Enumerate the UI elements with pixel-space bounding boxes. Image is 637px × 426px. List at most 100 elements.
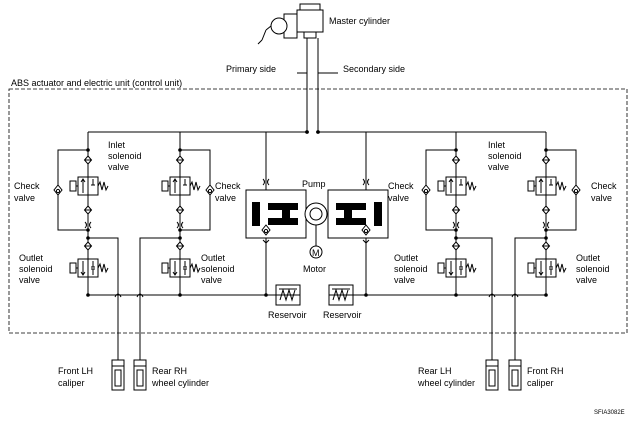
junction-dot (454, 228, 458, 232)
hydraulic-circuit (53, 120, 581, 391)
filter-symbol (175, 241, 185, 251)
hydraulic-line (317, 120, 456, 133)
line-crossover (511, 293, 519, 298)
outlet-valve-label-right-2: Outlet solenoid valve (576, 253, 612, 285)
valve-spring (97, 262, 109, 274)
valve-arrow (448, 271, 454, 276)
solenoid-coil (69, 262, 77, 274)
valve-spring (189, 262, 201, 274)
outlet-solenoid-valve (69, 258, 109, 278)
filter-symbol (451, 155, 461, 165)
solenoid-coil (527, 180, 535, 192)
junction-dot (305, 130, 309, 134)
junction-dot (86, 236, 90, 240)
wheel-cylinder-symbol (133, 359, 147, 391)
pump-piston-block (252, 202, 260, 226)
outlet-valve-label-left-1: Outlet solenoid valve (19, 253, 55, 285)
wheel-cylinder-symbol (485, 359, 499, 391)
check-valve-ball (207, 188, 213, 194)
outlet-solenoid-valve (527, 258, 567, 278)
check-valve-symbol (261, 224, 271, 236)
filter-symbol (541, 241, 551, 251)
valve-spring (555, 180, 567, 192)
valve-arrow (538, 271, 544, 276)
junction-dot (264, 293, 268, 297)
hydraulic-line (88, 120, 308, 133)
orifice-symbol (262, 178, 270, 186)
hydraulic-line (514, 237, 546, 360)
master-cylinder-lines (297, 38, 338, 120)
check-valve-label-left-1: Check valve (14, 181, 42, 203)
hydraulic-line (265, 120, 308, 190)
check-valve-label-right-1: Check valve (388, 181, 416, 203)
pump-cam-shaft (309, 207, 323, 221)
filter-symbol (451, 241, 461, 251)
orifice-symbol (542, 221, 550, 229)
valve-arrow (448, 178, 454, 183)
line-crossover (136, 293, 144, 298)
wheel-cylinder-piston (488, 369, 496, 387)
wheel-cylinder-symbol (111, 359, 125, 391)
rear-rh-wheel-cylinder-label: Rear RH wheel cylinder (151, 366, 209, 388)
master-cylinder-label: Master cylinder (329, 16, 390, 26)
line-crossover (114, 293, 122, 298)
pump-piston-rod (336, 203, 366, 210)
valve-arrow (172, 178, 178, 183)
check-valve-ball (423, 188, 429, 194)
master-cylinder (257, 3, 324, 45)
inlet-solenoid-valve (437, 176, 477, 196)
filter-symbol (451, 205, 461, 215)
valve-arrow (80, 178, 86, 183)
filter-symbol (541, 155, 551, 165)
outlet-valve-label-left-2: Outlet solenoid valve (201, 253, 237, 285)
check-valve-symbol (53, 184, 63, 196)
valve-arrow (80, 271, 86, 276)
filter-symbol (83, 241, 93, 251)
inlet-valve-label-left: Inlet solenoid valve (108, 140, 144, 172)
orifice-symbol (176, 221, 184, 229)
front-rh-caliper-label: Front RH caliper (527, 366, 566, 388)
valve-spring (465, 180, 477, 192)
hydraulic-line (456, 237, 493, 360)
solenoid-coil (527, 262, 535, 274)
valve-spring (555, 262, 567, 274)
valve-arrow (538, 178, 544, 183)
motor-label: Motor (303, 264, 326, 274)
valve-spring (189, 180, 201, 192)
inlet-solenoid-valve (69, 176, 109, 196)
junction-dot (544, 148, 548, 152)
primary-side-label: Primary side (226, 64, 276, 74)
check-valve-symbol (205, 184, 215, 196)
solenoid-coil (437, 262, 445, 274)
wheel-cylinder-symbol (508, 359, 522, 391)
junction-dot (178, 236, 182, 240)
reservoir-label-right: Reservoir (323, 310, 362, 320)
pump-plunger (282, 208, 290, 220)
pump-piston-rod (268, 203, 298, 210)
pump-piston-rod (268, 218, 298, 225)
check-valve-ball (55, 188, 61, 194)
wheel-cylinder-piston (114, 369, 122, 387)
wheel-cylinder-piston (136, 369, 144, 387)
wheel-cylinder-piston (511, 369, 519, 387)
inlet-solenoid-valve (527, 176, 567, 196)
figure-code: SFIA3082E (594, 410, 625, 416)
filter-symbol (83, 155, 93, 165)
pump-piston-block (374, 202, 382, 226)
front-lh-caliper-label: Front LH caliper (58, 366, 96, 388)
orifice-symbol (362, 178, 370, 186)
abs-unit-label: ABS actuator and electric unit (control … (11, 78, 182, 88)
orifice-symbol (84, 221, 92, 229)
junction-dot (544, 236, 548, 240)
check-valve-label-left-2: Check valve (215, 181, 243, 203)
solenoid-coil (161, 180, 169, 192)
pump-left (245, 189, 307, 239)
junction-dot (178, 228, 182, 232)
filter-symbol (541, 205, 551, 215)
check-valve-symbol (421, 184, 431, 196)
check-valve-symbol (361, 224, 371, 236)
reservoir-label-left: Reservoir (268, 310, 307, 320)
pump-plunger (344, 208, 352, 220)
inlet-solenoid-valve (161, 176, 201, 196)
rear-lh-wheel-cylinder-label: Rear LH wheel cylinder (417, 366, 475, 388)
